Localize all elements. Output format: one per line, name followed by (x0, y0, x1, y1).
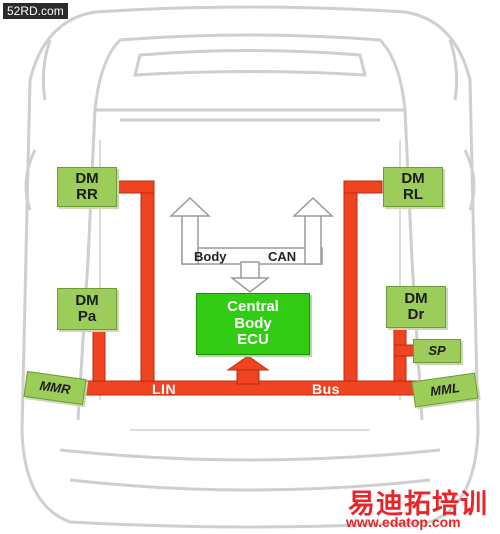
bus-bus-label: Bus (312, 381, 340, 397)
module-mml-label: MML (429, 380, 461, 400)
watermark-brand: 易迪拓培训 (348, 489, 488, 519)
watermark-url: www.edatop.com (346, 514, 461, 530)
module-dm-dr-line1: DM (404, 290, 428, 308)
module-dm-rl: DM RL (383, 167, 443, 207)
can-can-label: CAN (268, 249, 297, 264)
module-dm-rr-line2: RR (76, 186, 98, 203)
module-sp-label: SP (428, 343, 446, 359)
module-dm-dr-line2: Dr (407, 306, 425, 323)
ecu-line1: Central (227, 298, 279, 316)
module-dm-dr: DM Dr (386, 286, 446, 328)
ecu-line2: Body (234, 314, 272, 332)
module-dm-rl-line1: DM (401, 170, 425, 188)
module-dm-rr: DM RR (57, 167, 117, 207)
central-body-ecu: Central Body ECU (196, 293, 310, 355)
ecu-line3: ECU (237, 331, 269, 349)
module-dm-pa-line1: DM (75, 292, 99, 310)
module-mmr-label: MMR (38, 378, 72, 398)
watermark-top-left: 52RD.com (3, 3, 68, 19)
bus-to-ecu-arrow (226, 355, 270, 385)
bus-lin-label: LIN (152, 381, 177, 397)
module-sp: SP (413, 339, 461, 363)
module-dm-rl-line2: RL (403, 186, 423, 203)
can-body-label: Body (194, 249, 227, 264)
module-dm-pa: DM Pa (57, 288, 117, 330)
lin-bus-stub-rl (343, 180, 383, 194)
module-dm-rr-line1: DM (75, 170, 99, 188)
module-dm-pa-line2: Pa (77, 308, 97, 325)
